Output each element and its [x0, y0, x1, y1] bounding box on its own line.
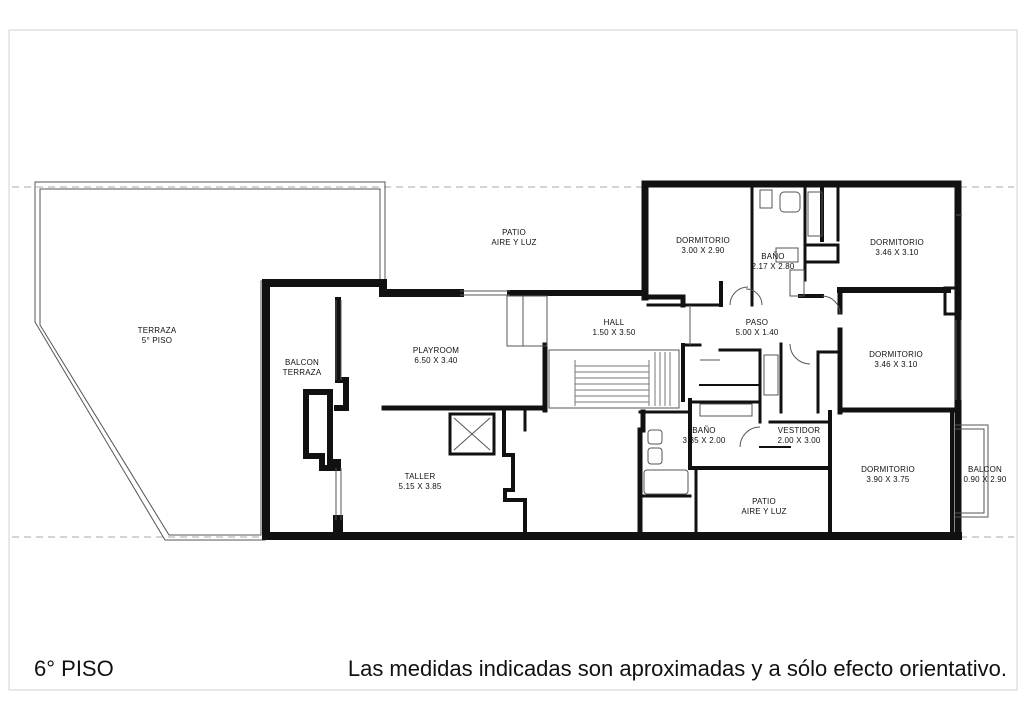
- room-name: BAÑO: [692, 426, 716, 435]
- walls: [262, 180, 962, 540]
- room-label-paso: PASO 5.00 X 1.40: [735, 318, 778, 338]
- room-label-balcon-terraza: BALCON TERRAZA: [283, 358, 322, 378]
- room-label-dormitorio-3: DORMITORIO 3.46 X 3.10: [869, 350, 923, 370]
- room-name: PATIO: [502, 228, 526, 237]
- room-label-patio-bottom: PATIO AIRE Y LUZ: [741, 497, 786, 517]
- room-name: HALL: [603, 318, 625, 327]
- room-detail: TERRAZA: [282, 368, 322, 377]
- room-detail: AIRE Y LUZ: [491, 238, 537, 247]
- room-detail: 2.17 X 2.80: [751, 262, 795, 271]
- room-label-hall: HALL 1.50 X 3.50: [592, 318, 635, 338]
- room-name: BALCON: [284, 358, 320, 367]
- room-detail: 5° PISO: [141, 336, 173, 345]
- room-name: TALLER: [404, 472, 436, 481]
- room-detail: 6.50 X 3.40: [414, 356, 458, 365]
- room-detail: 3.46 X 3.10: [875, 248, 919, 257]
- room-name: PASO: [745, 318, 769, 327]
- thin-lines: [335, 189, 989, 520]
- room-name: BALCON: [967, 465, 1003, 474]
- room-label-patio-top: PATIO AIRE Y LUZ: [491, 228, 536, 248]
- room-name: DORMITORIO: [676, 236, 730, 245]
- room-label-balcon: BALCON 0.90 X 2.90: [963, 465, 1006, 485]
- room-name: DORMITORIO: [869, 350, 923, 359]
- room-detail: AIRE Y LUZ: [741, 507, 787, 516]
- room-label-dormitorio-4: DORMITORIO 3.90 X 3.75: [861, 465, 915, 485]
- floor-title: 6° PISO: [34, 656, 114, 681]
- room-detail: 3.90 X 3.75: [866, 475, 910, 484]
- room-detail: 1.50 X 3.50: [592, 328, 636, 337]
- room-detail: 5.15 X 3.85: [398, 482, 442, 491]
- room-label-bano-2: BAÑO 3.85 X 2.00: [682, 426, 725, 446]
- room-detail: 3.85 X 2.00: [682, 436, 726, 445]
- room-detail: 3.46 X 3.10: [874, 360, 918, 369]
- room-label-taller: TALLER 5.15 X 3.85: [398, 472, 441, 492]
- room-label-dormitorio-1: DORMITORIO 3.00 X 2.90: [676, 236, 730, 256]
- room-detail: 3.00 X 2.90: [681, 246, 725, 255]
- room-name: PATIO: [752, 497, 776, 506]
- sheet-border: [8, 29, 1018, 691]
- room-label-terraza: TERRAZA 5° PISO: [138, 326, 177, 346]
- room-detail: 2.00 X 3.00: [777, 436, 821, 445]
- room-label-vestidor: VESTIDOR 2.00 X 3.00: [777, 426, 820, 446]
- room-name: DORMITORIO: [870, 238, 924, 247]
- room-label-bano-1: BAÑO 2.17 X 2.80: [751, 252, 794, 272]
- room-name: VESTIDOR: [777, 426, 821, 435]
- room-name: TERRAZA: [137, 326, 177, 335]
- room-name: DORMITORIO: [861, 465, 915, 474]
- room-detail: 5.00 X 1.40: [735, 328, 779, 337]
- room-label-dormitorio-2: DORMITORIO 3.46 X 3.10: [870, 238, 924, 258]
- room-name: PLAYROOM: [412, 346, 460, 355]
- terraza-outline: [34, 181, 386, 541]
- room-label-playroom: PLAYROOM 6.50 X 3.40: [413, 346, 459, 366]
- room-detail: 0.90 X 2.90: [963, 475, 1007, 484]
- disclaimer-note: Las medidas indicadas son aproximadas y …: [347, 656, 1007, 681]
- room-name: BAÑO: [761, 252, 785, 261]
